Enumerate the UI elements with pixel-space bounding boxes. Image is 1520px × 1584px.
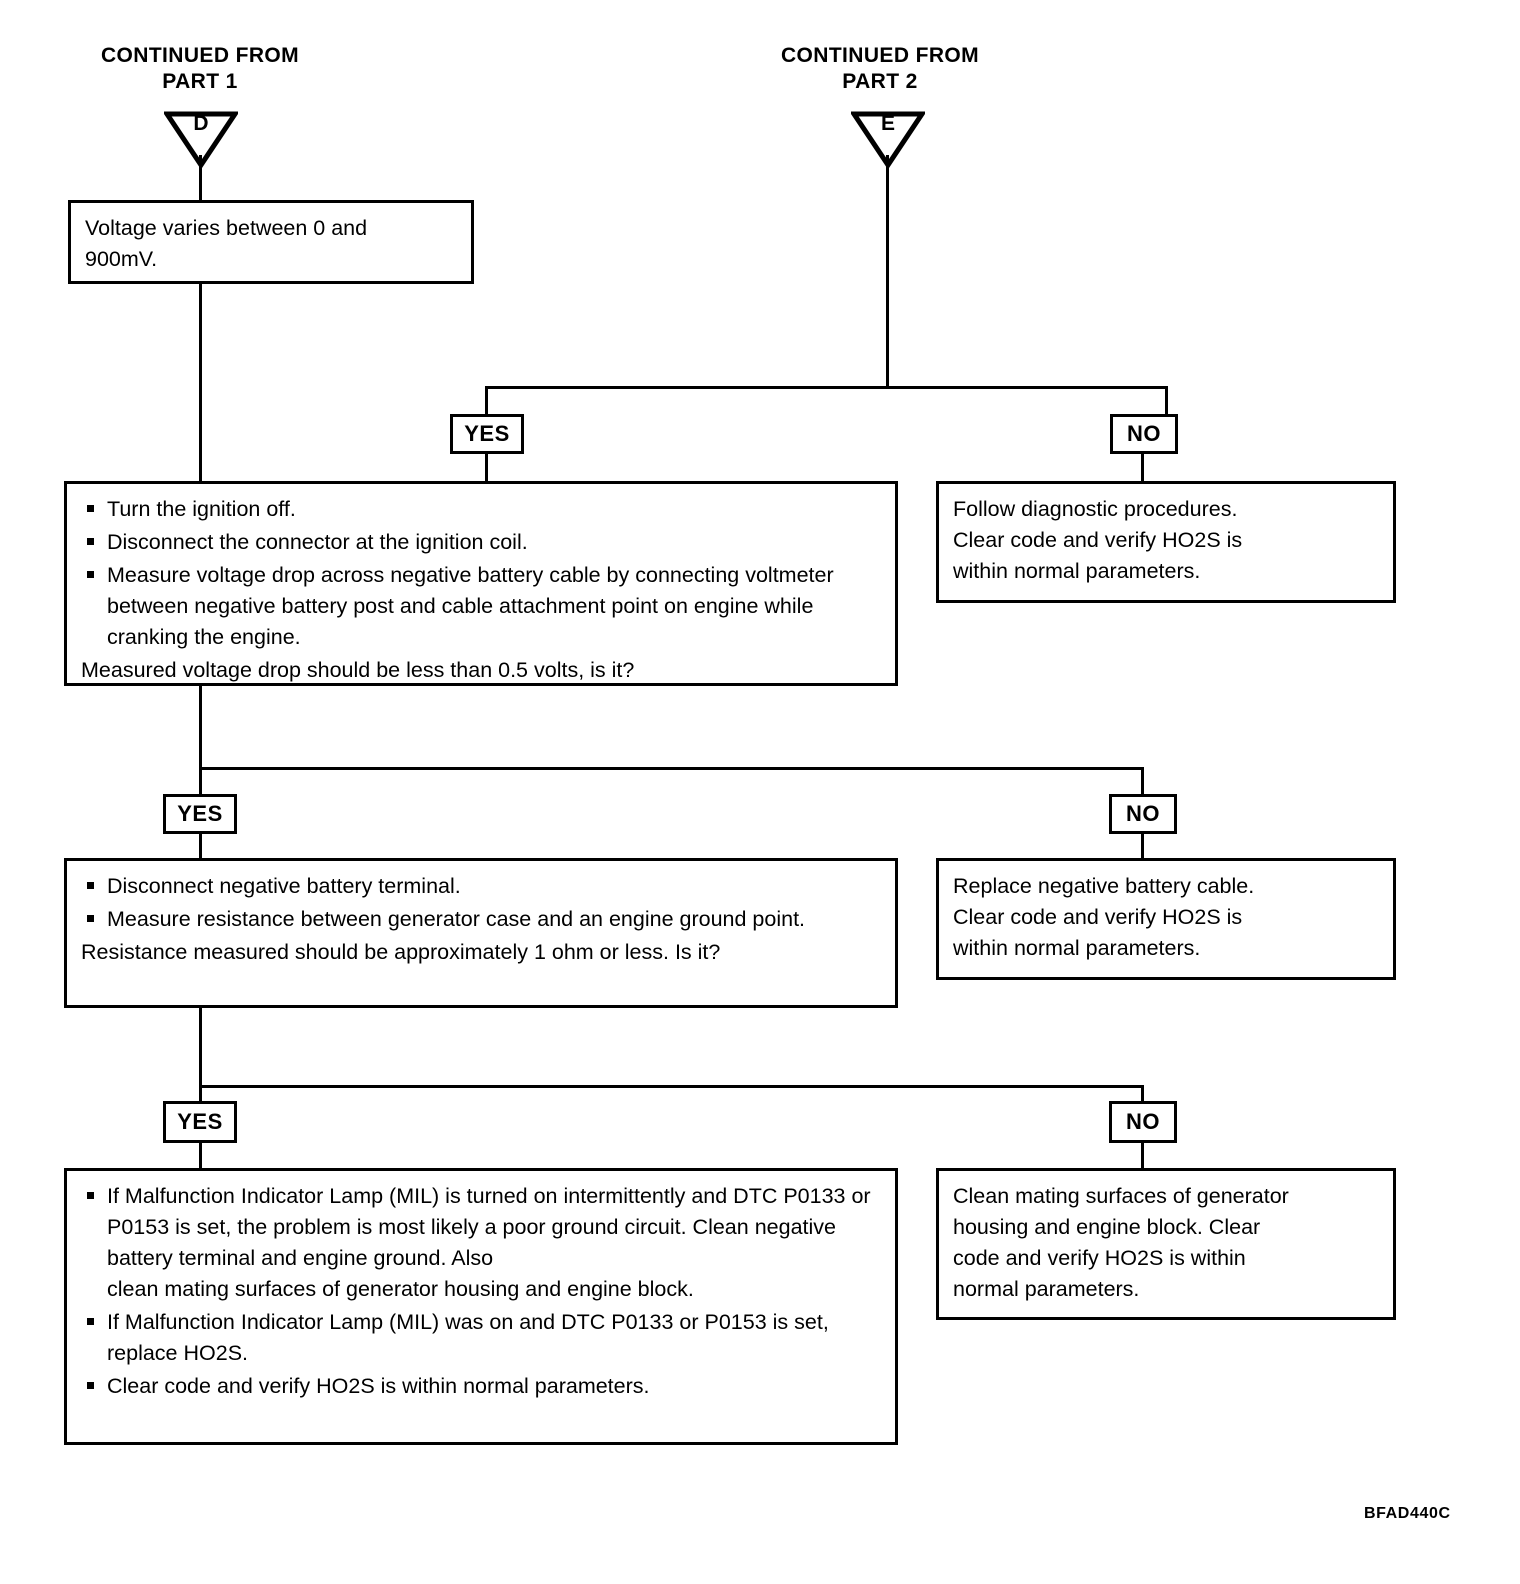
step1-tail-question: Measured voltage drop should be less tha…	[81, 657, 635, 682]
edge-step2-down	[199, 1008, 202, 1088]
branch-bus-2	[199, 767, 1144, 770]
edge-yes2-to-step2	[199, 832, 202, 860]
reference-code: BFAD440C	[1364, 1505, 1451, 1522]
connector-label-d: D	[193, 112, 209, 135]
step1-bullet-2: Disconnect the connector at the ignition…	[81, 527, 883, 558]
node-step1: Turn the ignition off. Disconnect the co…	[64, 481, 898, 686]
step3-no-line-3: code and verify HO2S is within	[953, 1245, 1246, 1270]
branch-label-yes-1: YES	[450, 414, 524, 454]
node-step2: Disconnect negative battery terminal. Me…	[64, 858, 898, 1008]
branch-label-no-3: NO	[1109, 1101, 1177, 1143]
connector-triangle-e: E	[851, 110, 925, 168]
step2-bullet-list: Disconnect negative battery terminal. Me…	[81, 871, 883, 935]
step1-no-line-3: within normal parameters.	[953, 558, 1201, 583]
step1-bullet-list: Turn the ignition off. Disconnect the co…	[81, 494, 883, 653]
step2-no-line-3: within normal parameters.	[953, 935, 1201, 960]
voltage-note-line-2: 900mV.	[85, 246, 158, 271]
step3-bullet-list: If Malfunction Indicator Lamp (MIL) is t…	[81, 1181, 883, 1402]
voltage-note-line-1: Voltage varies between 0 and	[85, 216, 368, 240]
step1-no-line-1: Follow diagnostic procedures.	[953, 497, 1238, 521]
connector-triangle-d: D	[164, 110, 238, 168]
edge-voltage-to-step1	[199, 284, 202, 481]
branch-bus-1-left-drop	[485, 386, 488, 416]
header-continued-from-part-2: CONTINUED FROM PART 2	[780, 44, 980, 93]
step3-bullet-3: Clear code and verify HO2S is within nor…	[81, 1371, 883, 1402]
step1-bullet-1: Turn the ignition off.	[81, 494, 883, 525]
node-voltage-note: Voltage varies between 0 and 900mV.	[68, 200, 474, 284]
step2-no-line-2: Clear code and verify HO2S is	[953, 904, 1243, 929]
branch-bus-3	[199, 1085, 1144, 1088]
edge-yes1-to-step1	[485, 452, 488, 484]
branch-bus-1	[485, 386, 1168, 389]
branch-bus-2-right-drop	[1141, 767, 1144, 796]
edge-no3-to-step3no	[1141, 1141, 1144, 1171]
branch-bus-3-right-drop	[1141, 1085, 1144, 1112]
connector-e-stem	[886, 155, 889, 388]
branch-label-no-2: NO	[1109, 794, 1177, 834]
step2-no-line-1: Replace negative battery cable.	[953, 874, 1255, 898]
edge-no1-to-step1no	[1141, 452, 1144, 484]
step3-no-line-4: normal parameters.	[953, 1276, 1140, 1301]
edge-yes3-to-step3	[199, 1141, 202, 1171]
edge-step1-down	[199, 686, 202, 770]
step2-tail-question: Resistance measured should be approximat…	[81, 939, 721, 964]
branch-label-no-1: NO	[1110, 414, 1178, 454]
step3-bullet-1: If Malfunction Indicator Lamp (MIL) is t…	[81, 1181, 883, 1305]
connector-label-e: E	[880, 112, 895, 135]
connector-d-stem	[199, 155, 202, 205]
step1-bullet-3: Measure voltage drop across negative bat…	[81, 560, 883, 653]
step2-bullet-1: Disconnect negative battery terminal.	[81, 871, 883, 902]
step3-bullet-2: If Malfunction Indicator Lamp (MIL) was …	[81, 1307, 883, 1369]
node-step1-no: Follow diagnostic procedures. Clear code…	[936, 481, 1396, 603]
edge-no2-to-step2no	[1141, 832, 1144, 860]
step2-bullet-2: Measure resistance between generator cas…	[81, 904, 883, 935]
node-step3-no: Clean mating surfaces of generator housi…	[936, 1168, 1396, 1320]
header-continued-from-part-1: CONTINUED FROM PART 1	[100, 44, 300, 93]
step3-no-line-1: Clean mating surfaces of generator	[953, 1184, 1289, 1208]
branch-bus-1-right-drop	[1165, 386, 1168, 416]
node-step3: If Malfunction Indicator Lamp (MIL) is t…	[64, 1168, 898, 1445]
branch-bus-2-left-drop	[199, 767, 202, 796]
branch-label-yes-3: YES	[163, 1101, 237, 1143]
node-step2-no: Replace negative battery cable. Clear co…	[936, 858, 1396, 980]
branch-label-yes-2: YES	[163, 794, 237, 834]
branch-bus-3-left-drop	[199, 1085, 202, 1112]
step3-no-line-2: housing and engine block. Clear	[953, 1214, 1261, 1239]
step1-no-line-2: Clear code and verify HO2S is	[953, 527, 1243, 552]
